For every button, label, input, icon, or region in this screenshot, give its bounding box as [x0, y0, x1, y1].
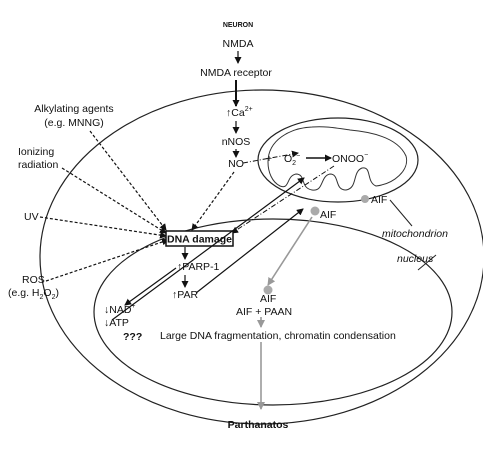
nucleus-outline [93, 218, 453, 406]
atp-label: ↓ATP [104, 317, 129, 329]
aif-released-label: AIF [320, 209, 336, 221]
up-arrow-icon: ↑ [172, 289, 177, 301]
up-arrow-icon: ↑ [177, 261, 182, 273]
ca-increase-label: ↑Ca2+ [226, 106, 253, 119]
aif-mitochondrion-label: AIF [371, 194, 387, 206]
nucleus-callout-line [417, 254, 437, 271]
arrow-uv-to-dna [39, 216, 167, 239]
ionizing-radiation-label: Ionizing [18, 146, 54, 158]
parthanatos-label: Parthanatos [228, 419, 289, 431]
arrow-no-to-mitochondrion [242, 150, 299, 164]
aif-dot-nucleus [263, 285, 273, 295]
alkylating-agents-example: (e.g. MNNG) [44, 117, 104, 129]
par-label: ↑PAR [172, 289, 198, 301]
down-arrow-icon: ↓ [104, 317, 109, 329]
nad-label: ↓NAD+ [104, 303, 136, 316]
no-label: NO [228, 158, 244, 170]
aif-dot-released [310, 206, 320, 216]
arrow-peroxynitrite-to-dna [231, 165, 335, 234]
arrow-aif-to-nucleus [267, 216, 313, 286]
up-arrow-icon: ↑ [226, 107, 231, 119]
aif-dot-mitochondrion [361, 195, 369, 203]
superoxide-label: O2− [284, 153, 300, 167]
arrow-alkylating-to-dna [89, 130, 167, 231]
arrow-parp1-to-nad [124, 267, 177, 306]
question-marks: ??? [123, 331, 142, 343]
large-dna-fragmentation-label: Large DNA fragmentation, chromatin conde… [160, 330, 396, 342]
mitochondrion-callout-line [389, 199, 413, 227]
arrow-no-to-dna [191, 171, 235, 231]
nucleus-label: nucleus [397, 253, 434, 265]
peroxynitrite-label: ONOO− [332, 152, 368, 165]
down-arrow-icon: ↓ [104, 304, 109, 316]
ros-example: (e.g. H2O2) [8, 287, 59, 301]
arrow-nad-to-mitochondrion [111, 177, 305, 321]
uv-label: UV [24, 211, 39, 223]
arrow-par-to-aif [195, 208, 304, 294]
dna-damage-label: DNA damage [167, 234, 232, 246]
arrow-ros-to-dna [45, 238, 169, 282]
neuron-cell-outline [39, 89, 483, 425]
plus-sign: + [266, 153, 272, 165]
nnos-label: nNOS [222, 136, 251, 148]
nmda-receptor-label: NMDA receptor [200, 67, 272, 79]
aif-nucleus-label: AIF [260, 293, 276, 305]
parp1-label: ↑PARP-1 [177, 261, 220, 273]
neuron-label: NEURON [223, 22, 253, 29]
arrow-ionizing-to-dna [61, 167, 167, 234]
alkylating-agents-label: Alkylating agents [34, 103, 113, 115]
mitochondrion-cristae [267, 126, 408, 191]
aif-paan-label: AIF + PAAN [236, 306, 292, 318]
mitochondrion-label: mitochondrion [382, 228, 448, 240]
ionizing-radiation-label-2: radiation [18, 159, 58, 171]
ros-label: ROS [22, 274, 45, 286]
nmda-label: NMDA [223, 38, 254, 50]
